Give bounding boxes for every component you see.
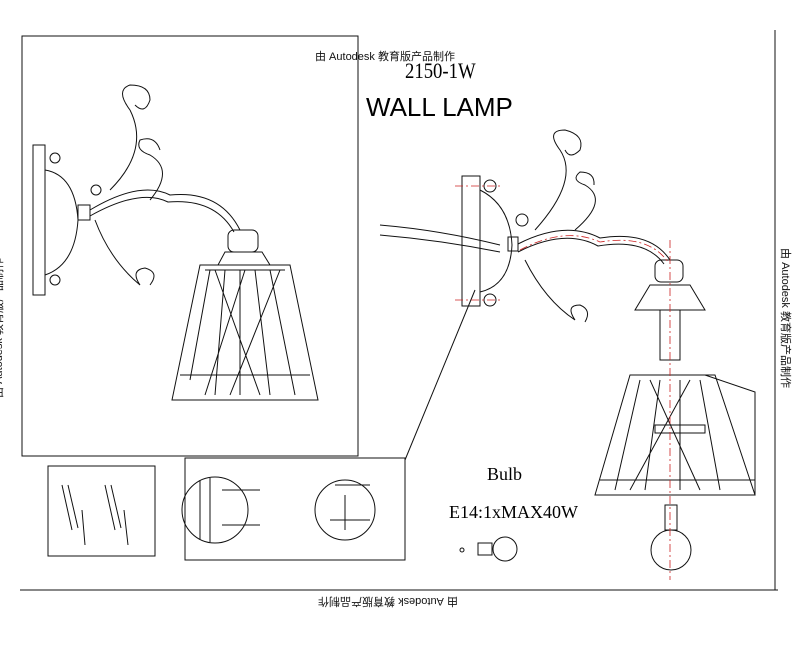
bulb-label: Bulb: [487, 464, 523, 484]
screws-box: [47, 465, 156, 557]
screws-and-anchors: [61, 484, 129, 546]
mounting-detail-box: [184, 457, 406, 561]
side-view-lamp: [32, 84, 319, 401]
product-name: WALL LAMP: [366, 92, 513, 122]
bulb-spec: E14:1xMAX40W: [449, 502, 578, 522]
side-view-box: [21, 35, 359, 457]
centerlines: [455, 185, 671, 580]
watermark-left: 由 Autodesk 教育版产品制作: [0, 258, 5, 398]
leader-line: [404, 289, 476, 461]
watermark-bottom: 由 Autodesk 教育版产品制作: [318, 595, 458, 607]
watermark-top: 由 Autodesk 教育版产品制作: [315, 51, 455, 63]
mounting-detail: [181, 476, 376, 544]
watermark-right: 由 Autodesk 教育版产品制作: [778, 248, 791, 388]
exploded-lamp: [379, 129, 756, 571]
model-code: 2150-1W: [405, 58, 476, 83]
